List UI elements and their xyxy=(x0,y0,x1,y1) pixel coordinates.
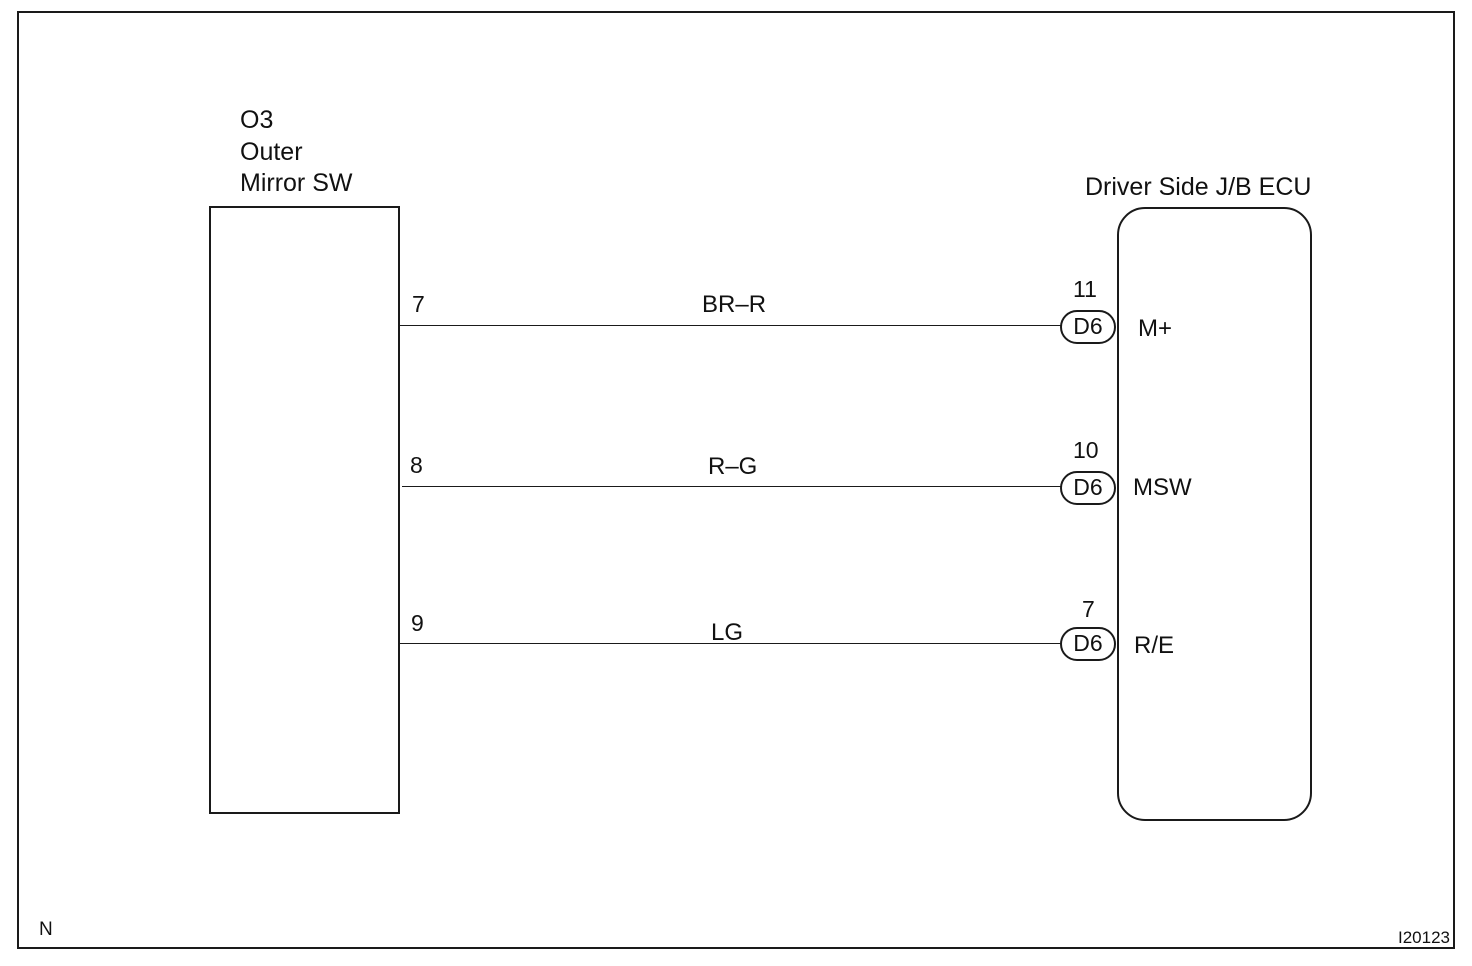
wire-line-2 xyxy=(402,486,1061,487)
wire-color-1: BR–R xyxy=(702,291,767,318)
diagram-frame xyxy=(17,11,1455,949)
wire-color-3: LG xyxy=(711,619,744,646)
wire-line-3 xyxy=(400,643,1061,644)
switch-pin-1: 7 xyxy=(412,291,425,317)
ecu-pin-3: 7 xyxy=(1082,596,1095,622)
outer-mirror-switch-box xyxy=(209,206,400,814)
ecu-pin-2: 10 xyxy=(1073,437,1099,463)
footer-left-mark: N xyxy=(39,919,53,940)
wire-color-2: R–G xyxy=(708,453,758,480)
connector-2: D6 xyxy=(1060,471,1116,505)
switch-code-label: O3 xyxy=(240,106,274,134)
wire-line-1 xyxy=(400,325,1061,326)
terminal-1: M+ xyxy=(1138,315,1173,342)
ecu-pin-1: 11 xyxy=(1073,276,1097,302)
terminal-3: R/E xyxy=(1134,632,1175,659)
switch-pin-2: 8 xyxy=(410,452,423,478)
ecu-name-label: Driver Side J/B ECU xyxy=(1085,173,1312,201)
terminal-2: MSW xyxy=(1133,474,1192,501)
switch-name-line2: Mirror SW xyxy=(240,169,353,197)
driver-side-jb-ecu-box xyxy=(1117,207,1312,821)
switch-pin-3: 9 xyxy=(411,610,424,636)
connector-1: D6 xyxy=(1060,310,1116,344)
figure-id: I20123 xyxy=(1398,928,1450,947)
switch-name-line1: Outer xyxy=(240,138,303,166)
connector-3: D6 xyxy=(1060,627,1116,661)
